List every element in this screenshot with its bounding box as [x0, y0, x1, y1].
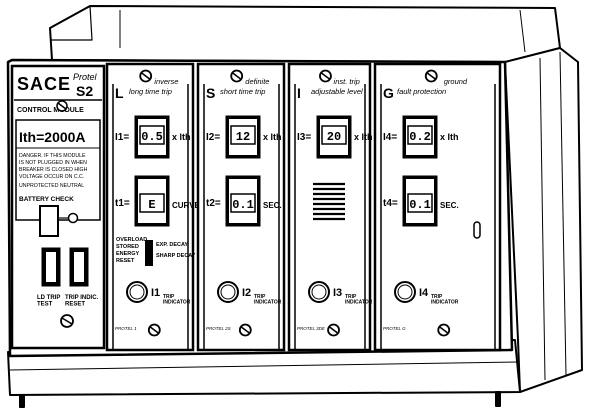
control-module: SACE Protel S2 CONTROL MODULE Ith=2000A …: [10, 64, 106, 350]
setting2-unit: SEC.: [440, 201, 459, 210]
indicator-label: I4: [419, 287, 429, 299]
panel-frame: [287, 62, 372, 352]
panel-title-1: inst. trip: [334, 77, 360, 86]
curve-option: OVERLOAD: [116, 237, 147, 243]
panel-footer: PROTEL G: [383, 326, 406, 331]
setting1-value: 20: [327, 130, 341, 144]
setting2-value: E: [148, 198, 155, 212]
battery-lamp-icon: [67, 212, 79, 224]
panel-title-2: long time trip: [129, 87, 172, 96]
decay-option: EXP. DECAY: [156, 242, 188, 248]
battery-check-button[interactable]: [39, 205, 59, 237]
panel-footer: PROTEL 2S: [206, 326, 231, 331]
warning-line: BREAKER IS CLOSED HIGH: [19, 167, 88, 173]
warning-line: IS NOT PLUGGED IN WHEN: [19, 160, 87, 166]
panel-letter: S: [206, 85, 215, 101]
panel-letter: G: [383, 85, 394, 101]
setting1-label: I2=: [206, 132, 220, 143]
rating-label: Ith=2000A: [19, 129, 86, 145]
setting1-label: I3=: [297, 132, 311, 143]
indicator-label: I3: [333, 287, 342, 299]
setting2-label: t4=: [383, 198, 398, 209]
indicator-label: I2: [242, 287, 251, 299]
curve-option: ENERGY: [116, 251, 140, 257]
setting2-value: 0.1: [232, 198, 254, 212]
setting2-label: t1=: [115, 198, 130, 209]
brand-logo: SACE: [17, 74, 71, 94]
setting1-label: I4=: [383, 132, 397, 143]
panel-title-2: fault protection: [397, 87, 446, 96]
decay-option: SHARP DECAY: [156, 253, 196, 259]
setting1-label: I1=: [115, 132, 129, 143]
setting2-unit: SEC.: [263, 201, 282, 210]
setting2-value: 0.1: [409, 198, 431, 212]
curve-option: RESET: [116, 258, 135, 264]
panel-title-2: short time trip: [220, 87, 265, 96]
setting2-label: t2=: [206, 198, 221, 209]
setting1-value: 0.2: [409, 130, 431, 144]
indicator-label: I1: [151, 287, 160, 299]
panel-title-2: adjustable level: [311, 87, 363, 96]
trip-indic-reset-label: TRIP INDIC.RESET: [65, 295, 99, 308]
panel-footer: PROTEL 3DE: [297, 326, 326, 331]
panel-letter: I: [297, 85, 301, 101]
panel-footer: PROTEL 1: [115, 326, 137, 331]
panel-letter: L: [115, 85, 124, 101]
battery-check-label: BATTERY CHECK: [19, 196, 74, 203]
warning-line: DANGER. IF THIS MODULE: [19, 153, 86, 159]
model-top: Protel: [73, 72, 98, 82]
warning-line: UNPROTECTED NEUTRAL: [19, 183, 84, 189]
setting1-unit: x Ith: [263, 132, 282, 142]
setting1-value: 0.5: [141, 130, 163, 144]
setting1-unit: x Ith: [440, 132, 459, 142]
setting1-value: 12: [236, 130, 250, 144]
panel-title-1: inverse: [154, 77, 178, 86]
decay-switch[interactable]: [145, 240, 153, 266]
curve-option: STORED: [116, 244, 139, 250]
setting1-unit: x Ith: [354, 132, 373, 142]
setting1-unit: x Ith: [172, 132, 191, 142]
setting2-unit: CURVE: [172, 201, 201, 210]
panel-title-1: ground: [444, 77, 468, 86]
side-latch[interactable]: [473, 221, 481, 239]
panel-title-1: definite: [245, 77, 269, 86]
module-title: CONTROL MODULE: [17, 107, 84, 114]
warning-line: VOLTAGE OCCUR ON C.C.: [19, 174, 84, 180]
model-bottom: S2: [76, 83, 93, 99]
